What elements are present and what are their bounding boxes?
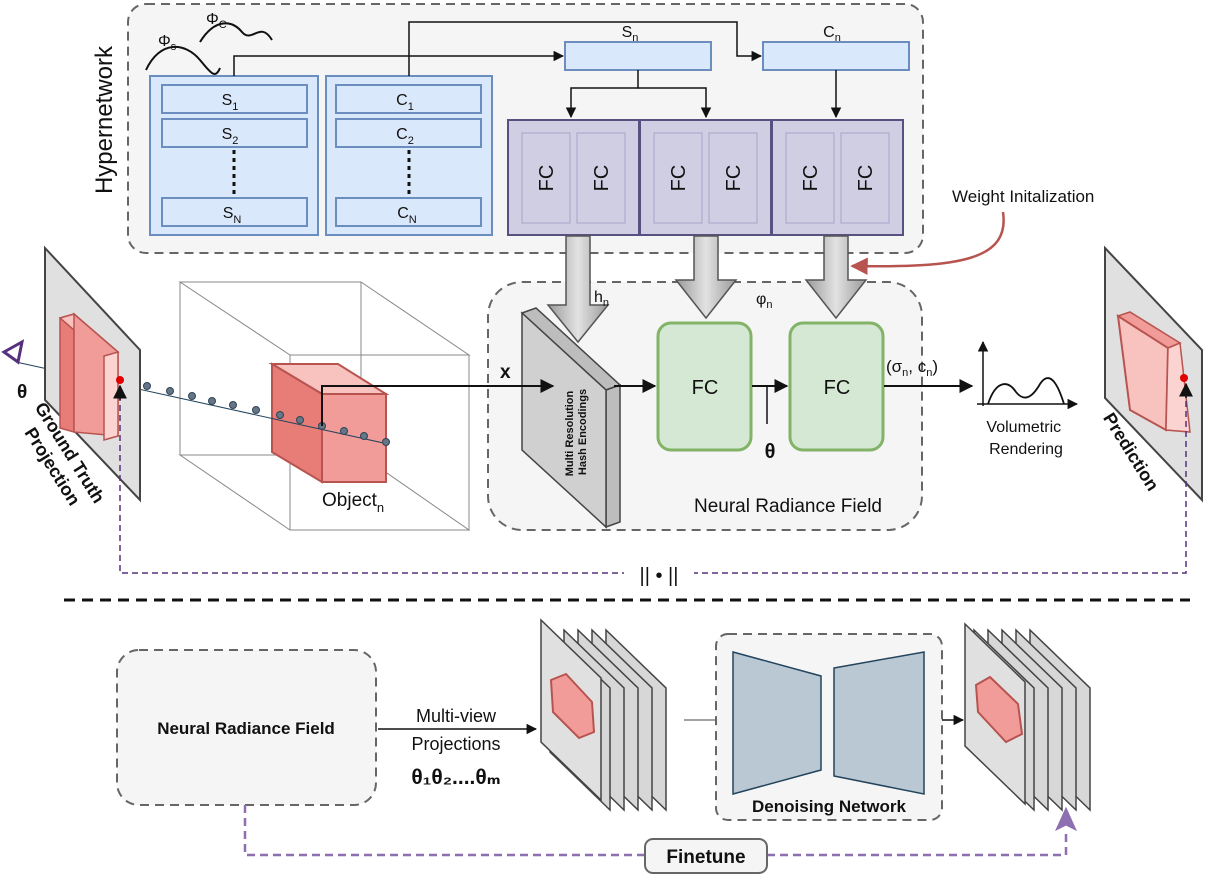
gt-theta-label: θ	[17, 382, 27, 403]
s-to-sn-connector	[233, 50, 565, 76]
sn-box	[564, 41, 712, 71]
gt-pixel-dot	[116, 376, 124, 384]
s-item-1-label: S1	[222, 92, 239, 113]
c-item-1-label: C1	[396, 92, 414, 113]
input-projection-object	[549, 672, 596, 740]
s-item-2-label: S2	[222, 126, 239, 147]
nerf-theta-label: θ	[765, 441, 776, 463]
s-item-2	[161, 118, 308, 148]
cn-label: Cn	[823, 24, 841, 44]
bottom-nerf-label: Neural Radiance Field	[157, 719, 335, 738]
weight-arrow-fc1	[674, 235, 738, 320]
multiview-label-line1: Multi-view	[416, 706, 497, 726]
bottom-nerf-box	[116, 649, 377, 806]
finetune-label: Finetune	[666, 847, 745, 868]
output-projection-stack	[964, 622, 1091, 812]
s-item-n-label: SN	[223, 205, 242, 226]
fc-layer-label: FC	[536, 165, 558, 192]
c-item-2	[335, 118, 482, 148]
camera-eye-icon	[1, 339, 25, 365]
x-input-label: x	[500, 362, 511, 383]
weight-init-label: Weight Initalization	[952, 187, 1094, 206]
nerf-title: Neural Radiance Field	[694, 496, 882, 517]
sn-split-connector	[565, 70, 639, 119]
hash-encoding-label: Multi Resolution Hash Encodings	[564, 388, 589, 477]
phi-s-label: Φs	[158, 33, 177, 53]
hash-encoding-slab-depth	[605, 383, 621, 529]
fc-layer-label: FC	[591, 165, 613, 192]
fc-layer-label: FC	[800, 165, 822, 192]
volumetric-label: Volumetric Rendering	[986, 419, 1065, 458]
phi-c-label: ΦC	[206, 11, 227, 31]
prediction-pixel-dot	[1180, 374, 1188, 382]
s-item-1	[161, 84, 308, 114]
hash-encoding-slab	[521, 311, 607, 529]
sn-label: Sn	[622, 24, 639, 44]
theta-sequence-label: θ₁θ₂....θₘ	[411, 766, 500, 789]
c-item-1	[335, 84, 482, 114]
denoising-label: Denoising Network	[752, 797, 907, 816]
phin-label: φn	[756, 291, 773, 311]
sn-split-connector-right	[638, 87, 712, 119]
volumetric-plot	[977, 340, 1079, 410]
c-to-cn-connector	[408, 21, 763, 76]
c-item-n-label: CN	[397, 205, 417, 226]
c-item-n	[335, 197, 482, 227]
s-item-n	[161, 197, 308, 227]
hn-label: hn	[594, 289, 609, 309]
cn-box	[762, 41, 910, 71]
phi-c-curve	[199, 22, 273, 43]
c-item-2-label: C2	[396, 126, 414, 147]
fc-layer-label: FC	[668, 165, 690, 192]
object-label: Objectn	[322, 490, 384, 515]
nerf-fc-2	[788, 321, 885, 452]
nerf-output-label: (σn, cn)	[886, 357, 938, 379]
sample-to-nerf-arrow	[321, 379, 555, 426]
unet-encoder	[732, 651, 822, 795]
object-cube-front	[321, 393, 387, 483]
gt-cube-right	[103, 351, 119, 441]
nerf-fc-2-label: FC	[824, 377, 851, 399]
weight-init-arrow	[850, 211, 1005, 276]
finetune-arrowhead	[1054, 806, 1078, 832]
ray-samples	[143, 382, 390, 446]
fc-layer-boxes	[521, 132, 890, 224]
finetune-badge	[644, 838, 768, 874]
loss-label: || • ||	[640, 565, 679, 587]
weight-arrow-hash	[546, 235, 610, 344]
output-projection-object	[974, 675, 1024, 744]
fc-layer-label: FC	[855, 165, 877, 192]
prediction-cube-right	[1165, 341, 1191, 433]
weight-arrow-fc2	[804, 235, 868, 320]
nerf-fc-1-label: FC	[692, 377, 719, 399]
multiview-label-line2: Projections	[411, 734, 500, 754]
fc-layer-label: FC	[723, 165, 745, 192]
loss-label-bg	[624, 560, 694, 586]
hypernetwork-title: Hypernetwork	[91, 45, 118, 194]
phi-s-curve	[145, 46, 221, 75]
gt-cube-side	[59, 313, 75, 433]
unet-decoder	[833, 651, 925, 795]
nerf-fc-1	[656, 321, 753, 452]
